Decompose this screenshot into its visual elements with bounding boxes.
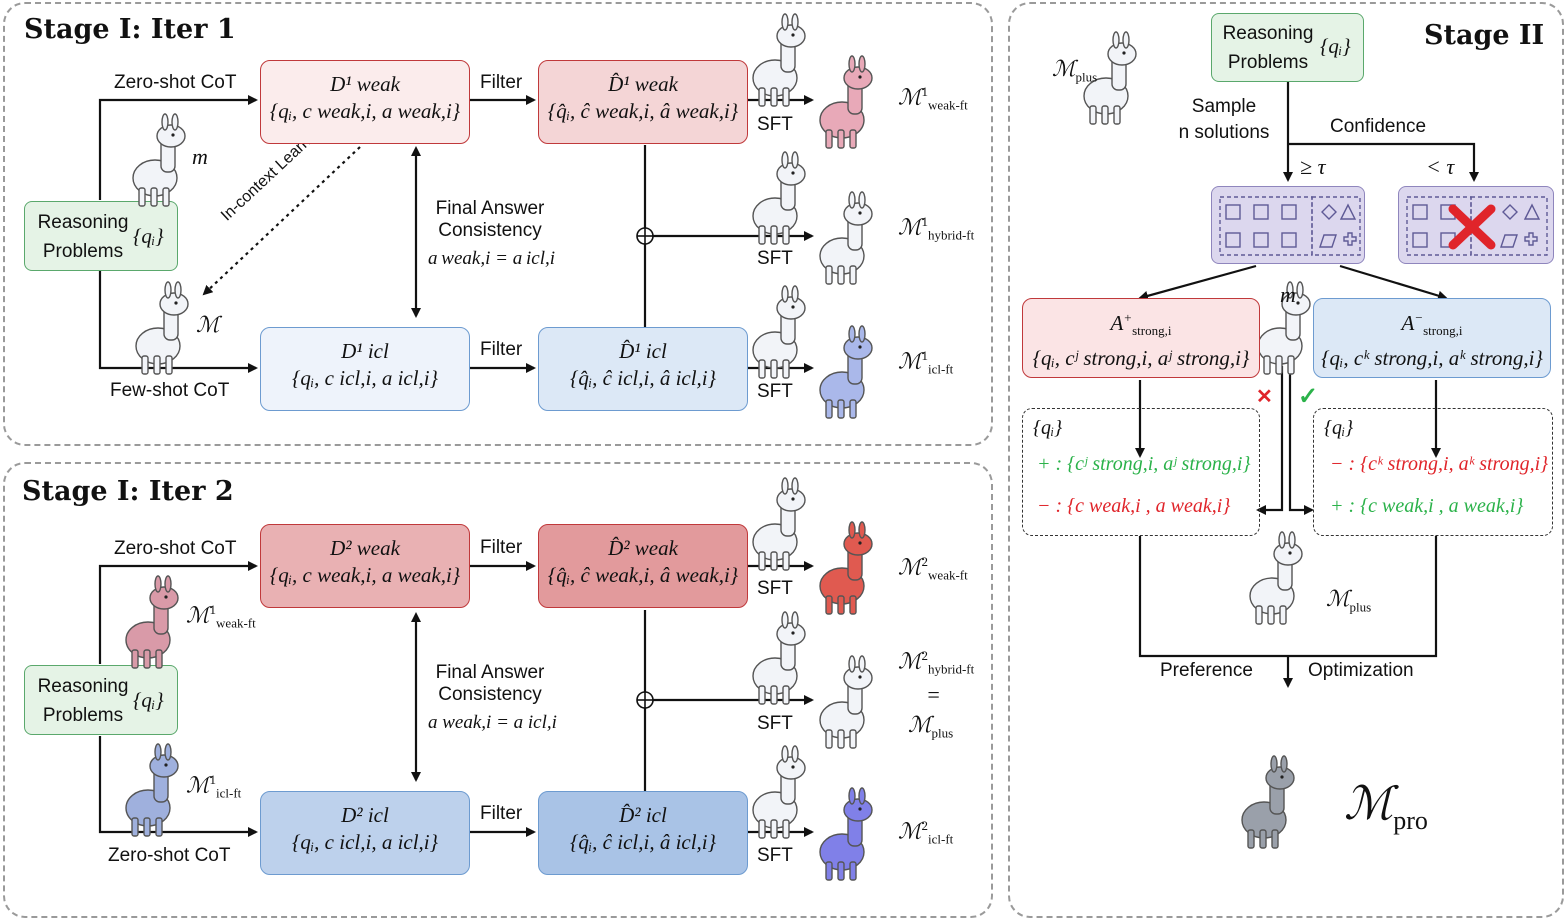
equals-sign: = — [926, 682, 941, 707]
lt-tau: < τ — [1426, 154, 1455, 179]
sft-label-6: SFT — [757, 845, 793, 866]
out-hybrid-ft-2: ℳ2hybrid-ft — [898, 648, 975, 677]
pref-left-box: {qᵢ} + : {cʲ strong,i, aʲ strong,i} − : … — [1022, 408, 1260, 536]
sft-label-1: SFT — [757, 114, 793, 135]
stage2-title: Stage II — [1424, 20, 1545, 51]
d2-weak-hat-box: D̂² weak {q̂ᵢ, ĉ weak,i, â weak,i} — [538, 524, 748, 608]
a-minus-tuple: {qᵢ, cᵏ strong,i, aᵏ strong,i} — [1321, 346, 1543, 371]
d-weak-box: D¹ weak {qᵢ, c weak,i, a weak,i} — [260, 60, 470, 144]
d-icl-name: D¹ icl — [341, 339, 389, 363]
sft-label-5: SFT — [757, 713, 793, 734]
d2-weak-box: D² weak {qᵢ, c weak,i, a weak,i} — [260, 524, 470, 608]
iter2-panel — [3, 462, 993, 918]
answer-shapes-icon — [1219, 196, 1361, 256]
a-plus-tuple: {qᵢ, cʲ strong,i, aʲ strong,i} — [1032, 346, 1250, 371]
q-set-2: {qᵢ} — [133, 688, 164, 712]
m-small-stage2: m — [1280, 282, 1296, 307]
ge-tau: ≥ τ — [1300, 154, 1326, 179]
d-icl-tuple: {qᵢ, c icl,i, a icl,i} — [291, 366, 439, 390]
out-plus-2: ℳplus — [908, 712, 954, 741]
filter-label-top-2: Filter — [480, 537, 523, 558]
out-icl-ft-1: ℳ1icl-ft — [898, 348, 954, 377]
problems-label: Problems — [42, 241, 124, 262]
d-weak-hat-tuple: {q̂ᵢ, ĉ weak,i, â weak,i} — [547, 99, 739, 123]
consistency-eq: a weak,i = a icl,i — [428, 248, 556, 269]
m-plus-mid: ℳplus — [1326, 586, 1372, 615]
iter2-title: Stage I: Iter 2 — [22, 476, 234, 507]
iter1-panel — [3, 2, 993, 446]
d-weak-name: D¹ weak — [330, 72, 400, 96]
zero-shot-label-top: Zero-shot CoT — [114, 538, 237, 559]
answers-high-conf — [1211, 186, 1365, 264]
d-weak-hat-name: D̂¹ weak — [608, 72, 678, 96]
d-icl-box: D¹ icl {qᵢ, c icl,i, a icl,i} — [260, 327, 470, 411]
pref-left-minus: − : {c weak,i , a weak,i} — [1037, 495, 1231, 517]
sft-label-4: SFT — [757, 578, 793, 599]
in-icl-ft: ℳ1icl-ft — [186, 772, 242, 801]
confidence-label: Confidence — [1330, 116, 1427, 137]
out-icl-ft-2: ℳ2icl-ft — [898, 818, 954, 847]
d-icl-hat-tuple: {q̂ᵢ, ĉ icl,i, â icl,i} — [569, 366, 717, 390]
m-plus-top: ℳplus — [1052, 56, 1098, 85]
out-hybrid-ft-1: ℳ1hybrid-ft — [898, 214, 975, 243]
q-set: {qᵢ} — [133, 224, 164, 248]
d-icl-hat-box: D̂¹ icl {q̂ᵢ, ĉ icl,i, â icl,i} — [538, 327, 748, 411]
d2-icl-box: D² icl {qᵢ, c icl,i, a icl,i} — [260, 791, 470, 875]
check-mark-icon: ✓ — [1298, 383, 1319, 410]
in-weak-ft: ℳ1weak-ft — [186, 602, 256, 631]
m-pro-label: ℳpro — [1344, 778, 1428, 836]
iter1-title: Stage I: Iter 1 — [24, 14, 236, 45]
pref-right-q: {qᵢ} — [1324, 417, 1354, 439]
pref-right-box: {qᵢ} − : {cᵏ strong,i, aᵏ strong,i} + : … — [1313, 408, 1553, 536]
optimization-label: Optimization — [1308, 660, 1414, 681]
pref-right-plus: + : {c weak,i , a weak,i} — [1330, 495, 1524, 517]
d2-icl-hat-box: D̂² icl {q̂ᵢ, ĉ icl,i, â icl,i} — [538, 791, 748, 875]
pref-left-plus: + : {cʲ strong,i, aʲ strong,i} — [1037, 453, 1251, 475]
filter-label-bottom-2: Filter — [480, 803, 523, 824]
a-plus-box: A+strong,i {qᵢ, cʲ strong,i, aʲ strong,i… — [1022, 298, 1260, 378]
m-big-label: ℳ — [196, 312, 220, 337]
pref-left-q: {qᵢ} — [1033, 417, 1063, 439]
q-set-3: {qᵢ} — [1320, 34, 1351, 58]
d-weak-tuple: {qᵢ, c weak,i, a weak,i} — [269, 99, 461, 123]
cross-mark-icon: ✕ — [1256, 386, 1273, 408]
filter-label-bottom: Filter — [480, 339, 523, 360]
answer-shapes-icon-rejected — [1406, 196, 1548, 256]
consistency-eq-2: a weak,i = a icl,i — [428, 712, 557, 733]
sft-label-3: SFT — [757, 381, 793, 402]
d-icl-hat-name: D̂¹ icl — [619, 339, 667, 363]
few-shot-label: Few-shot CoT — [110, 380, 230, 401]
zero-shot-label-bottom: Zero-shot CoT — [108, 845, 231, 866]
a-minus-box: A−strong,i {qᵢ, cᵏ strong,i, aᵏ strong,i… — [1313, 298, 1551, 378]
out-weak-ft-2: ℳ2weak-ft — [898, 554, 968, 583]
reject-x-icon — [1448, 204, 1496, 250]
preference-label: Preference — [1160, 660, 1253, 681]
m-small-label: m — [192, 144, 208, 169]
reasoning-label: Reasoning — [37, 212, 129, 233]
zero-shot-label: Zero-shot CoT — [114, 72, 237, 93]
stage2-panel — [1008, 2, 1564, 918]
d-weak-hat-box: D̂¹ weak {q̂ᵢ, ĉ weak,i, â weak,i} — [538, 60, 748, 144]
sft-label-2: SFT — [757, 248, 793, 269]
filter-label-top: Filter — [480, 72, 523, 93]
out-weak-ft-1: ℳ1weak-ft — [898, 84, 968, 113]
answers-low-conf — [1398, 186, 1554, 264]
pref-right-minus: − : {cᵏ strong,i, aᵏ strong,i} — [1330, 453, 1549, 475]
